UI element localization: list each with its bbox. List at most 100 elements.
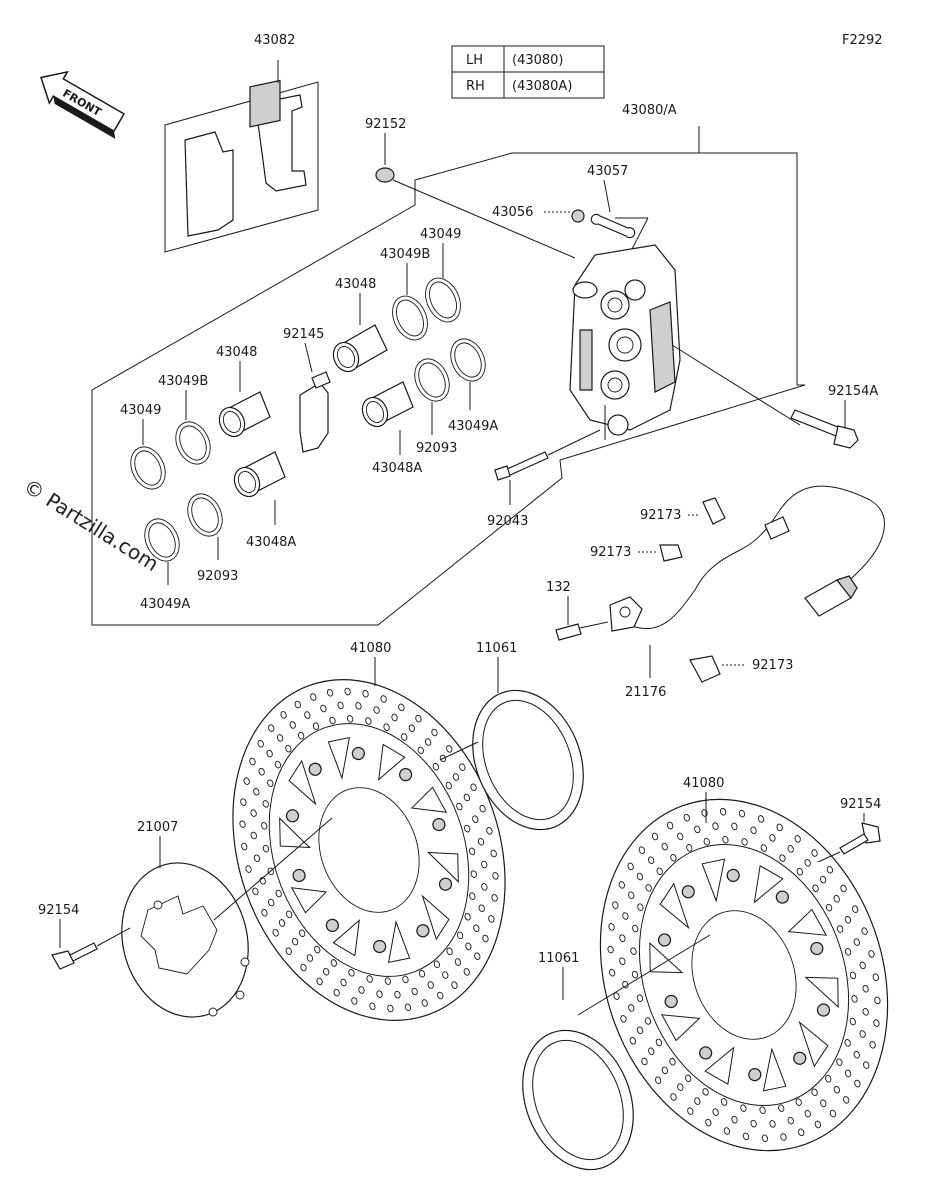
bolt-92154-right [839, 822, 881, 855]
drill-hole [760, 844, 768, 852]
drill-hole [655, 1038, 663, 1047]
drill-hole [854, 1079, 861, 1088]
disc-spoke [649, 942, 684, 974]
label-43049-left: 43049 [120, 403, 161, 418]
drill-hole [750, 826, 757, 835]
drill-hole [300, 963, 307, 972]
label-92152: 92152 [365, 117, 406, 132]
drill-hole [844, 948, 852, 956]
drill-hole [477, 838, 485, 846]
drill-hole [346, 715, 354, 723]
drill-hole [348, 969, 355, 977]
drill-hole [694, 1097, 701, 1105]
disc-spoke [701, 858, 726, 903]
disc-rivet [793, 1051, 807, 1065]
drill-hole [272, 929, 279, 937]
brake-disc-left [232, 679, 506, 1021]
clamp-92173-a [702, 497, 726, 525]
drill-hole [432, 762, 440, 771]
drill-hole [654, 1076, 662, 1084]
drill-hole [638, 846, 645, 854]
disc-rivet [664, 994, 678, 1009]
drill-hole [814, 1120, 822, 1129]
disc-spoke [327, 736, 351, 780]
drill-hole [869, 1041, 876, 1049]
drill-hole [431, 728, 438, 737]
drill-hole [464, 824, 471, 833]
drill-hole [380, 695, 387, 703]
disc-spoke [378, 743, 406, 781]
bolt-132 [555, 623, 582, 641]
drill-hole [323, 968, 330, 976]
label-11061-top: 11061 [476, 641, 517, 656]
piston-43048-top [332, 324, 388, 373]
drill-hole [694, 825, 701, 834]
drill-hole [258, 767, 265, 776]
drill-hole [669, 1057, 676, 1066]
drill-hole [253, 854, 261, 862]
drill-hole [459, 763, 466, 771]
label-21007: 21007 [137, 820, 178, 835]
drill-hole [851, 995, 858, 1003]
drill-hole [362, 689, 369, 698]
drill-hole [661, 1066, 669, 1075]
drill-hole [411, 987, 418, 996]
drill-hole [330, 959, 337, 967]
caliper-kit-outline [91, 152, 806, 626]
label-92173-a: 92173 [640, 508, 681, 523]
drill-hole [329, 716, 336, 725]
drill-hole [253, 787, 260, 796]
drill-hole [446, 947, 453, 956]
drill-hole [849, 971, 857, 980]
drill-hole [249, 757, 256, 766]
drill-hole [456, 931, 464, 940]
drill-hole [268, 724, 275, 732]
variant-part-lh: (43080) [512, 53, 564, 68]
label-43048-left: 43048 [216, 345, 257, 360]
disc-spoke [410, 786, 448, 813]
drill-hole [240, 798, 247, 806]
drill-hole [705, 1118, 712, 1127]
drill-hole [274, 760, 282, 769]
label-41080-left: 41080 [350, 641, 391, 656]
variant-side-lh: LH [466, 53, 483, 68]
label-43056: 43056 [492, 205, 533, 220]
disc-spoke [753, 865, 784, 904]
drill-hole [833, 895, 840, 903]
drill-hole [779, 854, 786, 862]
drill-hole [316, 977, 323, 986]
drill-hole [720, 1098, 728, 1106]
drill-hole [636, 872, 644, 881]
drill-hole [812, 884, 819, 893]
drill-hole [384, 977, 392, 985]
drill-hole [804, 1109, 811, 1118]
drill-hole [769, 1120, 776, 1128]
drill-hole [796, 867, 803, 876]
drill-hole [250, 809, 257, 817]
front-arrow-icon: FRONT [40, 70, 125, 139]
drill-hole [757, 815, 765, 823]
drill-hole [787, 845, 794, 853]
drill-hole [722, 836, 729, 844]
drill-hole [702, 1088, 709, 1096]
drill-hole [776, 823, 783, 832]
drill-hole [666, 821, 674, 830]
drill-hole [862, 984, 869, 993]
drill-hole [398, 703, 405, 712]
abs-connector [804, 575, 858, 617]
drill-hole [804, 859, 811, 867]
drill-hole [836, 1058, 843, 1066]
drill-hole [622, 912, 629, 920]
bolt-92154-left [51, 942, 98, 970]
drill-hole [355, 702, 362, 710]
disc-spoke [787, 908, 828, 936]
brake-disc-right [599, 798, 889, 1152]
label-41080-right: 41080 [683, 776, 724, 791]
label-92154-right: 92154 [840, 797, 881, 812]
drill-hole [685, 1074, 692, 1083]
drill-hole [825, 903, 833, 912]
drill-hole [433, 960, 441, 969]
disc-spoke [421, 894, 450, 941]
drill-hole [780, 1133, 787, 1141]
drill-hole [609, 968, 616, 977]
